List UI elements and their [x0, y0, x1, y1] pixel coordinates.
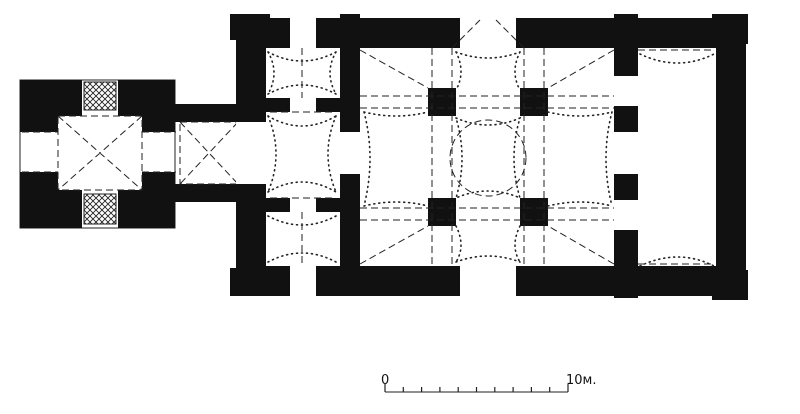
- passage-vault: [179, 121, 239, 185]
- naos-central-dome: [449, 119, 527, 197]
- west-tower: [19, 79, 176, 229]
- east-wall: [716, 18, 746, 298]
- passage-wall-south: [175, 184, 243, 202]
- naos-pier-sw: [428, 198, 456, 226]
- door-south-narthex: [290, 266, 316, 296]
- scale-bar-ticks: [384, 384, 569, 392]
- opening-naos-east-1: [614, 76, 638, 106]
- connecting-passage: [175, 104, 243, 202]
- west-tower-outline: [19, 79, 176, 229]
- naos-pier-nw: [428, 88, 456, 116]
- opening-naos-east-2: [614, 132, 638, 174]
- west-tower-hatched-wall-north: [83, 81, 117, 111]
- door-north-narthex: [290, 18, 316, 48]
- scale-bar: 0 10м.: [381, 373, 596, 393]
- door-narthex-naos: [340, 132, 360, 174]
- passage-wall-north: [175, 104, 243, 122]
- naos-pier-ne: [520, 88, 548, 116]
- naos-dome-square: [454, 116, 522, 200]
- east-wall-cap-north: [712, 14, 748, 44]
- door-west-entrance: [236, 122, 266, 184]
- main-church: [230, 14, 748, 300]
- narthex-vault-center: [267, 115, 337, 193]
- door-south-naos: [460, 266, 516, 296]
- opening-naos-east-3: [614, 200, 638, 230]
- vault-lines: [267, 19, 715, 267]
- naos-grid: [360, 48, 614, 266]
- naos-pier-se: [520, 198, 548, 226]
- door-north-naos: [460, 18, 516, 48]
- naos-diagonals: [359, 19, 615, 265]
- east-wall-cap-south: [712, 270, 748, 300]
- west-tower-hatched-wall-south: [83, 193, 117, 225]
- scale-bar-start-label: 0: [381, 373, 389, 388]
- west-tower-vault: [57, 115, 143, 191]
- east-bay-vault: [639, 53, 715, 267]
- scale-bar-end-label: 10м.: [566, 373, 596, 388]
